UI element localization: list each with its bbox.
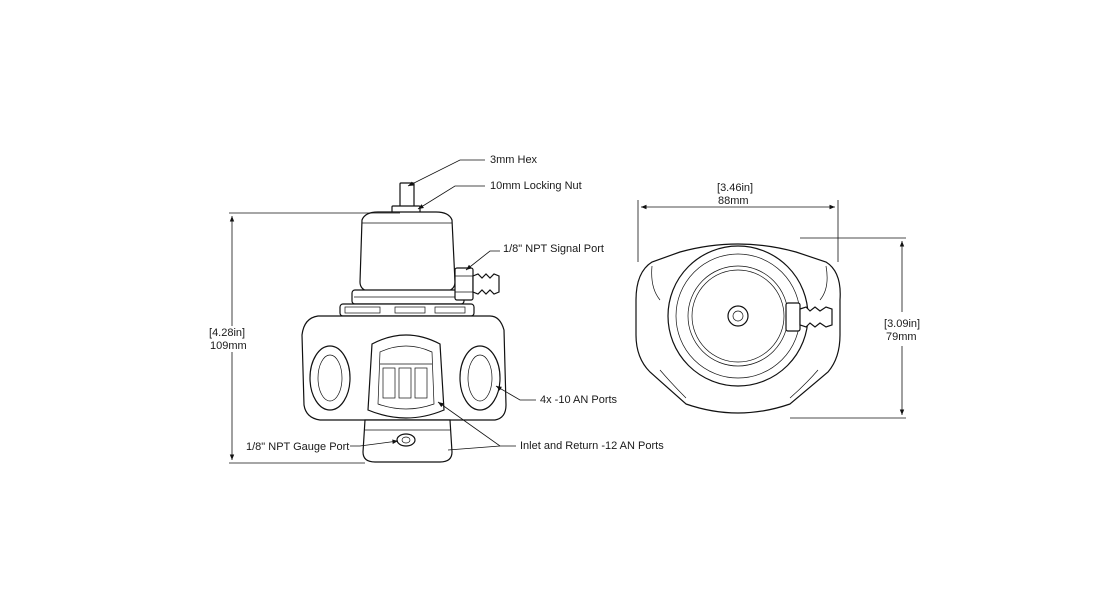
callout-an12-ports: Inlet and Return -12 AN Ports xyxy=(520,440,664,452)
side-callouts: 3mm Hex 10mm Locking Nut 1/8" NPT Signal… xyxy=(246,154,664,453)
height-in-label: [4.28in] xyxy=(209,327,245,339)
top-view xyxy=(635,243,841,414)
depth-in-label: [3.09in] xyxy=(884,318,920,330)
callout-hex: 3mm Hex xyxy=(490,154,538,166)
height-mm-label: 109mm xyxy=(210,340,247,352)
side-view xyxy=(301,182,507,463)
callout-an10-ports: 4x -10 AN Ports xyxy=(540,394,618,406)
width-in-label: [3.46in] xyxy=(717,182,753,194)
width-mm-label: 88mm xyxy=(718,195,749,207)
width-dimension: [3.46in] 88mm xyxy=(637,182,839,262)
depth-mm-label: 79mm xyxy=(886,331,917,343)
callout-locking-nut: 10mm Locking Nut xyxy=(490,180,582,192)
callout-gauge-port: 1/8" NPT Gauge Port xyxy=(246,441,349,453)
callout-signal-port: 1/8" NPT Signal Port xyxy=(503,243,604,255)
depth-dimension: [3.09in] 79mm xyxy=(790,237,920,419)
height-dimension: [4.28in] 109mm xyxy=(209,212,400,464)
